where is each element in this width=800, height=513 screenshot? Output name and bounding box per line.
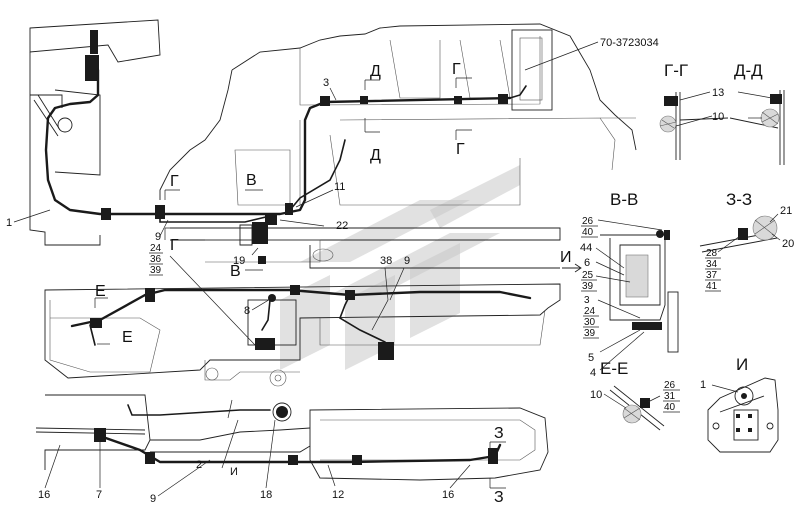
lower-chassis (44, 283, 561, 387)
stack-item: 39 (584, 328, 596, 339)
callout-8: 8 (244, 305, 250, 317)
view-title-gg: Г-Г (664, 61, 688, 80)
callout-16-right: 16 (442, 489, 454, 501)
callout-1: 1 (6, 217, 12, 229)
callout-10-gg: 10 (712, 111, 724, 123)
callout-7: 7 (96, 489, 102, 501)
section-g-bottom: Г (456, 141, 465, 158)
stack-item: 36 (150, 254, 162, 265)
stack-item: 26 (582, 216, 594, 227)
section-d-bottom: Д (370, 147, 381, 164)
section-g-left-top: Г (170, 173, 179, 190)
upper-tank-outline (159, 23, 637, 206)
callout-3: 3 (323, 77, 329, 89)
stack-item: 37 (706, 270, 718, 281)
stack-item: 28 (706, 248, 718, 259)
callout-38: 38 (380, 255, 392, 267)
bottom-cable-harness (94, 402, 502, 465)
stack-item: 31 (664, 391, 676, 402)
stack-28-34-37-41: 28 34 37 41 (705, 248, 721, 292)
stack-item: 40 (664, 402, 676, 413)
callout-1-view-i: 1 (700, 379, 706, 391)
callout-44: 44 (580, 242, 592, 254)
section-g-top: Г (452, 61, 461, 78)
stack-item: 25 (582, 270, 594, 281)
arrow-i-icon (562, 263, 582, 273)
section-g-left-bottom: Г (170, 237, 179, 254)
callout-16-left: 16 (38, 489, 50, 501)
view-title-vv: В-В (610, 190, 638, 209)
section-markers (94, 77, 506, 489)
lower-cable-harness (70, 285, 532, 346)
view-title-zz: З-З (726, 190, 752, 209)
frame-middle (170, 222, 561, 269)
callout-19: 19 (233, 255, 245, 267)
bottom-frame (35, 394, 549, 481)
stack-item: 41 (706, 281, 718, 292)
section-e-bottom: Е (122, 329, 133, 346)
callout-5: 5 (588, 352, 594, 364)
stack-item: 24 (150, 243, 162, 254)
watermark-logo (280, 165, 520, 370)
stack-item: 40 (582, 227, 594, 238)
stack-26-40: 26 40 (581, 216, 598, 238)
section-v-bottom: В (230, 263, 241, 280)
section-z-bottom: З (494, 489, 504, 506)
leader-lines (13, 41, 599, 497)
callout-22: 22 (336, 220, 348, 232)
cab-left-detail (29, 19, 161, 246)
callout-13: 13 (712, 87, 724, 99)
callout-4: 4 (590, 367, 596, 379)
callout-2: 2 (196, 459, 202, 471)
stack-3-24-30-39: 3 24 30 39 (583, 295, 599, 339)
stack-26-31-40: 26 31 40 (663, 380, 680, 413)
view-ee (603, 385, 665, 431)
callout-11: 11 (334, 181, 345, 193)
callout-18: 18 (260, 489, 272, 501)
callout-9-lower: 9 (150, 493, 156, 505)
stack-item: 30 (584, 317, 596, 328)
stack-item: 34 (706, 259, 718, 270)
stack-24-36-39: 24 36 39 (149, 243, 163, 276)
view-vv (595, 219, 679, 371)
stack-item: 3 (584, 295, 590, 306)
view-title-dd: Д-Д (734, 61, 763, 80)
view-title-i: И (736, 355, 748, 374)
section-i-arrow: И (560, 249, 572, 266)
callout-6: 6 (584, 257, 590, 269)
section-d-top: Д (370, 63, 381, 80)
part-number-label: 70-3723034 (600, 37, 659, 49)
section-v-top: В (246, 172, 257, 189)
stack-item: 26 (664, 380, 676, 391)
section-z-top: З (494, 425, 504, 442)
callout-20: 20 (782, 238, 794, 250)
callout-numbers: 70-3723034 3 1 9 11 22 19 38 9 8 16 7 9 … (6, 37, 794, 505)
stack-item: 39 (582, 281, 594, 292)
callout-10-ee: 10 (590, 389, 602, 401)
stack-25-39: 25 39 (581, 270, 597, 292)
stack-item: 39 (150, 265, 162, 276)
callout-i-lead: И (230, 466, 238, 478)
upper-cable-harness (44, 68, 527, 225)
callout-12: 12 (332, 489, 344, 501)
view-dd (729, 90, 785, 165)
callout-9-mid: 9 (404, 255, 410, 267)
callout-9-upper: 9 (155, 231, 161, 243)
view-zz (699, 213, 781, 253)
view-titles: Г-Г Д-Д В-В З-З Е-Е И (600, 61, 763, 378)
section-e-top: Е (95, 283, 106, 300)
view-title-ee: Е-Е (600, 359, 628, 378)
section-letters: Д Д Г Г Г Г В В Е Е З З И (95, 61, 582, 506)
callout-21: 21 (780, 205, 792, 217)
view-gg (659, 91, 729, 160)
view-i (707, 377, 779, 453)
stack-item: 24 (584, 306, 596, 317)
